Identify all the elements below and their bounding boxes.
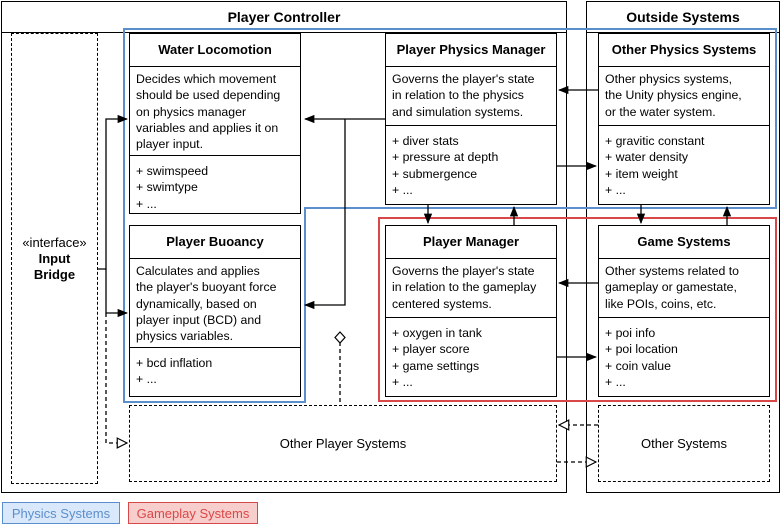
water-locomotion-description: Decides which movement should be used de… <box>130 67 300 152</box>
other-player-systems-label: Other Player Systems <box>279 436 407 451</box>
desc-line: player input (BCD) and <box>136 312 262 327</box>
desc-line: Calculates and applies <box>136 264 260 278</box>
attribute: + swimspeed <box>136 164 209 178</box>
legend-gameplay-label: Gameplay Systems <box>136 506 250 521</box>
desc-line: or the water system. <box>605 104 716 119</box>
other-physics-systems-description: Other physics systems, the Unity physics… <box>599 67 769 120</box>
game-systems-description: Other systems related to gameplay or gam… <box>599 259 769 312</box>
attribute: + ... <box>605 374 626 389</box>
game-systems-class[interactable]: Game Systems Other systems related to ga… <box>598 225 770 397</box>
player-physics-manager-attributes: + diver stats + pressure at depth + subm… <box>386 125 556 198</box>
game-systems-title: Game Systems <box>599 226 769 259</box>
player-buoyancy-class[interactable]: Player Buoancy Calculates and applies th… <box>129 225 301 397</box>
game-systems-attributes: + poi info + poi location + coin value +… <box>599 317 769 390</box>
attribute: + gravitic constant <box>605 134 705 148</box>
desc-line: variables and applies it on <box>136 120 279 135</box>
player-manager-title: Player Manager <box>386 226 556 259</box>
water-locomotion-class[interactable]: Water Locomotion Decides which movement … <box>129 33 301 214</box>
water-locomotion-title: Water Locomotion <box>130 34 300 67</box>
player-manager-description: Governs the player's state in relation t… <box>386 259 556 312</box>
attribute: + ... <box>605 182 626 197</box>
legend-gameplay-systems: Gameplay Systems <box>128 502 258 524</box>
other-systems-label: Other Systems <box>641 436 727 451</box>
attribute: + ... <box>136 196 157 211</box>
player-physics-manager-class[interactable]: Player Physics Manager Governs the playe… <box>385 33 557 205</box>
player-manager-attributes: + oxygen in tank + player score + game s… <box>386 317 556 390</box>
input-bridge-stereotype: «interface» <box>22 234 87 250</box>
attribute: + ... <box>136 372 157 387</box>
desc-line: Other physics systems, <box>605 72 733 86</box>
desc-line: the Unity physics engine, <box>605 88 742 103</box>
player-physics-manager-title: Player Physics Manager <box>386 34 556 67</box>
desc-line: player input. <box>136 137 203 152</box>
desc-line: physics variables. <box>136 329 234 344</box>
outside-systems-title: Outside Systems <box>587 2 779 33</box>
attribute: + poi info <box>605 326 656 340</box>
desc-line: Governs the player's state <box>392 264 535 278</box>
desc-line: Governs the player's state <box>392 72 535 86</box>
attribute: + coin value <box>605 358 671 373</box>
legend-physics-systems: Physics Systems <box>2 502 120 524</box>
desc-line: gameplay or gamestate, <box>605 280 737 295</box>
desc-line: on physics manager <box>136 104 247 119</box>
other-player-systems[interactable]: Other Player Systems <box>129 405 557 482</box>
player-controller-title: Player Controller <box>2 2 566 33</box>
attribute: + ... <box>392 374 413 389</box>
desc-line: and simulation systems. <box>392 104 524 119</box>
player-buoyancy-title: Player Buoancy <box>130 226 300 259</box>
other-physics-systems-title: Other Physics Systems <box>599 34 769 67</box>
desc-line: like POIs, coins, etc. <box>605 296 717 311</box>
desc-line: in relation to the gameplay <box>392 280 537 295</box>
desc-line: Decides which movement <box>136 72 277 86</box>
input-bridge-name2: Bridge <box>33 266 76 282</box>
player-buoyancy-description: Calculates and applies the player's buoy… <box>130 259 300 344</box>
attribute: + ... <box>392 182 413 197</box>
attribute: + oxygen in tank <box>392 326 482 340</box>
desc-line: Other systems related to <box>605 264 739 278</box>
player-manager-class[interactable]: Player Manager Governs the player's stat… <box>385 225 557 397</box>
player-physics-manager-description: Governs the player's state in relation t… <box>386 67 556 120</box>
legend-physics-label: Physics Systems <box>11 506 111 521</box>
attribute: + player score <box>392 342 470 357</box>
input-bridge-name: Input <box>38 250 71 266</box>
attribute: + water density <box>605 150 689 165</box>
player-buoyancy-attributes: + bcd inflation + ... <box>130 347 300 388</box>
attribute: + poi location <box>605 342 678 357</box>
desc-line: should be used depending <box>136 88 281 103</box>
other-physics-systems-class[interactable]: Other Physics Systems Other physics syst… <box>598 33 770 205</box>
desc-line: in relation to the physics <box>392 88 524 103</box>
attribute: + swimtype <box>136 180 198 195</box>
desc-line: centered systems. <box>392 296 492 311</box>
other-systems[interactable]: Other Systems <box>598 405 770 482</box>
attribute: + diver stats <box>392 134 459 148</box>
attribute: + game settings <box>392 358 480 373</box>
attribute: + pressure at depth <box>392 150 499 165</box>
water-locomotion-attributes: + swimspeed + swimtype + ... <box>130 155 300 212</box>
input-bridge[interactable]: «interface» Input Bridge <box>11 33 98 484</box>
desc-line: dynamically, based on <box>136 296 257 311</box>
attribute: + bcd inflation <box>136 356 213 370</box>
attribute: + submergence <box>392 166 478 181</box>
attribute: + item weight <box>605 166 678 181</box>
desc-line: the player's buoyant force <box>136 280 277 295</box>
other-physics-systems-attributes: + gravitic constant + water density + it… <box>599 125 769 198</box>
